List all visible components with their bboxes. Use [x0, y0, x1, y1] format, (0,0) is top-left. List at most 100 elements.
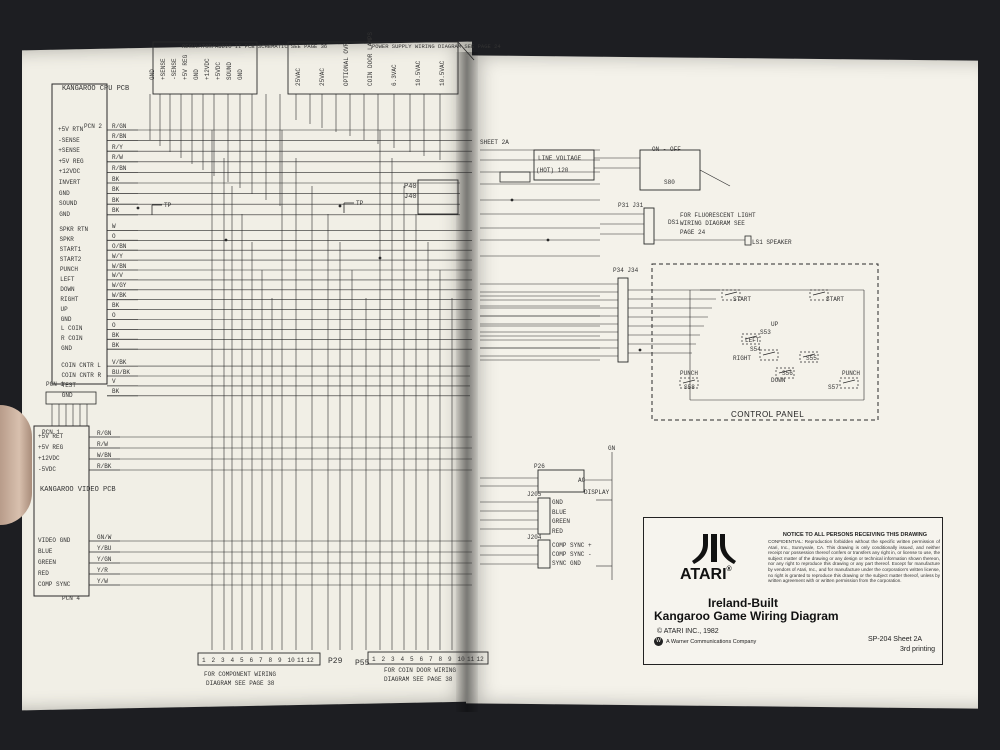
- video-signal-label: VIDEO GND: [38, 537, 71, 544]
- cpu-wire-color: R/W: [112, 154, 123, 162]
- video-signal-label: COMP SYNC: [38, 581, 71, 588]
- joystick-down-label: DOWN: [771, 377, 786, 384]
- cpu-wire-color: R/BN: [112, 133, 127, 141]
- ac-label: AC: [578, 477, 586, 484]
- j40-label: J40: [404, 193, 417, 201]
- copyright: © ATARI INC., 1982: [657, 628, 719, 635]
- schematic-box: [679, 377, 699, 389]
- junction-dot: [510, 198, 514, 202]
- wire-segment: [457, 41, 475, 61]
- p29-note-1: FOR COMPONENT WIRING: [204, 671, 277, 678]
- cpu-signal-label: RIGHT: [60, 295, 79, 303]
- p29-label: P29: [328, 657, 343, 666]
- p29-pin-number: 4: [230, 657, 235, 664]
- schematic-box: [367, 651, 489, 665]
- junction-dot: [546, 238, 550, 242]
- cpu-signal-label: START2: [59, 256, 82, 264]
- wire-segment: [699, 169, 731, 187]
- wire-segment: [682, 379, 696, 384]
- power-pin-label: 25VAC: [295, 67, 302, 86]
- company-line: A Warner Communications Company: [666, 639, 757, 645]
- cpu-wire-color: W/BK: [112, 292, 127, 300]
- switch-label: ON - OFF: [652, 146, 681, 153]
- video-signal-label: BLUE: [38, 548, 53, 555]
- switch-s53: S53: [760, 329, 771, 336]
- line-voltage-label: LINE VOLTAGE: [538, 155, 582, 162]
- schematic-box: [537, 497, 551, 535]
- display-pin-label: GND: [552, 499, 563, 506]
- p29-pin-number: 2: [211, 657, 216, 664]
- cpu-wire-color: O/BN: [112, 242, 127, 250]
- cpu-signal-label: LEFT: [60, 275, 75, 283]
- cpu-signal-label: SPKR RTN: [59, 226, 89, 234]
- document-title: Kangaroo Game Wiring Diagram: [654, 609, 839, 623]
- cpu-wire-color: BU/BK: [112, 368, 131, 376]
- wire-segment: [812, 291, 826, 296]
- cpu-signal-label: +5V REG: [58, 157, 84, 165]
- cpu-signal-label: +12VDC: [58, 168, 81, 176]
- p29-pin-number: 6: [249, 657, 254, 664]
- hot-label: (HOT) 120: [536, 167, 569, 174]
- j205-label: J205: [527, 491, 542, 498]
- p26-label: P26: [534, 463, 545, 470]
- wire-segment: [842, 379, 856, 384]
- joystick-left-label: LEFT: [745, 337, 760, 344]
- p29-pin-number: 3: [221, 657, 225, 664]
- wire-segment: [778, 369, 792, 374]
- regulator-header: REGULATOR/AUDIO II PCB SCHEMATIC SEE PAG…: [182, 43, 328, 50]
- video-signal-label: -5VDC: [38, 466, 57, 473]
- switch-s57: S57: [828, 384, 839, 391]
- joystick-up-label: UP: [771, 321, 779, 328]
- p40-label: P40: [404, 183, 417, 191]
- hand-thumb: [0, 405, 32, 525]
- cpu-wire-color: BK: [112, 196, 120, 204]
- wire-segment: [762, 351, 776, 356]
- video-wire-color: R/W: [97, 440, 108, 448]
- p55-pin-number: 9: [448, 656, 452, 663]
- cpu-signal-label: GND: [60, 315, 72, 323]
- video-wire-color: W/BN: [97, 451, 112, 459]
- title-block: [643, 517, 943, 665]
- cpu-wire-color: O: [112, 312, 116, 319]
- cpu-signal-label: COIN CNTR R: [61, 372, 102, 379]
- p29-pin-number: 10: [287, 657, 295, 664]
- p34-label: P34 J34: [613, 267, 639, 274]
- p55-pin-number: 3: [391, 656, 395, 663]
- power-supply-header: POWER SUPPLY WIRING DIAGRAM SEE PAGE 24: [372, 43, 501, 50]
- cpu-wire-color: BK: [112, 388, 120, 396]
- p55-pin-number: 1: [372, 656, 376, 663]
- atari-logo-icon: [692, 534, 736, 564]
- display-pin-label: RED: [552, 527, 563, 535]
- display-sync-label: COMP SYNC +: [552, 542, 592, 549]
- atari-wordmark: ATARI®: [680, 566, 732, 584]
- sheet-number: SP-204 Sheet 2A: [868, 636, 923, 643]
- start-label-2: START: [826, 296, 845, 303]
- punch-label-1: PUNCH: [680, 370, 699, 377]
- p29-pin-number: 1: [202, 657, 206, 664]
- power-pin-label: 25VAC: [319, 67, 326, 86]
- book-gutter: [456, 52, 478, 712]
- p29-pin-number: 8: [268, 657, 273, 664]
- cpu-signal-label: INVERT: [58, 179, 81, 186]
- notice-body: CONFIDENTIAL: Reproduction forbidden wit…: [768, 539, 940, 584]
- video-wire-color: GN/W: [97, 533, 112, 541]
- junction-dot: [338, 204, 342, 208]
- video-signal-label: +5V RET: [38, 433, 64, 440]
- schematic-box: [152, 41, 258, 95]
- power-pin-label: OPTIONAL OVR: [343, 42, 350, 86]
- notice-title: NOTICE TO ALL PERSONS RECEIVING THIS DRA…: [782, 532, 928, 538]
- cpu-wire-color: W/BN: [112, 262, 127, 270]
- junction-dot: [224, 238, 228, 242]
- cpu-signal-label: SPKR: [59, 236, 74, 244]
- p29-pin-number: 9: [278, 657, 282, 664]
- control-panel-label: CONTROL PANEL: [731, 410, 805, 419]
- regulator-pin-label: +SENSE: [160, 58, 167, 80]
- cpu-signal-label: TEST: [61, 381, 76, 389]
- ds1-label: DS1: [668, 219, 679, 226]
- punch-label-2: PUNCH: [842, 370, 861, 377]
- joystick-right-label: RIGHT: [733, 355, 752, 362]
- video-signal-label: +12VDC: [38, 455, 60, 462]
- wire-segment: [802, 353, 816, 358]
- cpu-wire-color: O: [112, 232, 116, 240]
- p55-pin-number: 10: [457, 656, 465, 663]
